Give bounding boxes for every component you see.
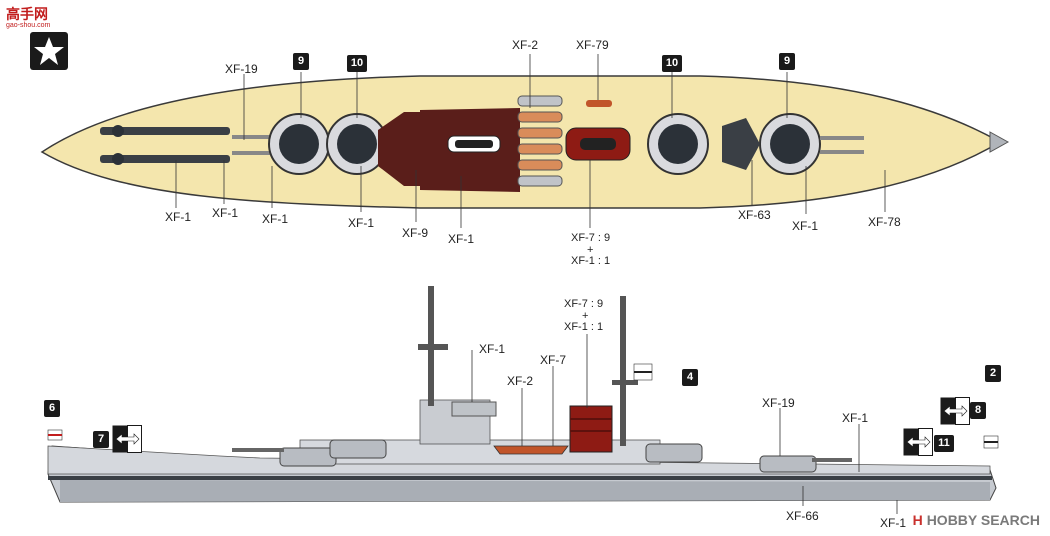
step-badge-8: 8 xyxy=(970,402,986,419)
side-label-mix-line1: XF-7 : 9 xyxy=(564,298,604,310)
step-badge-4: 4 xyxy=(682,369,698,386)
step-badge-10-left: 10 xyxy=(347,55,367,72)
side-label-xf1-aft: XF-1 xyxy=(842,411,869,425)
brand-logo-text: 高手网 xyxy=(6,7,48,23)
top-label-xf1-f: XF-1 xyxy=(792,219,819,233)
brand-logo: 高手网 gao-shou.com xyxy=(6,4,68,70)
step-badge-7: 7 xyxy=(93,431,109,448)
top-label-mix-line1: XF-7 : 9 xyxy=(571,232,611,244)
watermark-logo-letter: H xyxy=(912,512,923,528)
top-label-xf1-a: XF-1 xyxy=(165,210,192,224)
top-label-xf9: XF-9 xyxy=(402,226,429,240)
direction-arrow-icon xyxy=(112,425,142,453)
side-label-mix-plus: + xyxy=(582,310,589,322)
top-label-xf79: XF-79 xyxy=(576,38,609,52)
watermark-text: HOBBY SEARCH xyxy=(926,512,1040,528)
top-label-mix-line2: XF-1 : 1 xyxy=(571,255,611,267)
top-label-xf1-e: XF-1 xyxy=(448,232,475,246)
top-label-xf1-b: XF-1 xyxy=(212,206,239,220)
top-label-xf1-c: XF-1 xyxy=(262,212,289,226)
side-label-xf19: XF-19 xyxy=(762,396,795,410)
step-badge-9-right: 9 xyxy=(779,53,795,70)
step-badge-11: 11 xyxy=(934,435,954,452)
side-label-mix-line2: XF-1 : 1 xyxy=(564,321,604,333)
hobby-search-watermark: H HOBBY SEARCH xyxy=(913,512,1040,528)
step-badge-6: 6 xyxy=(44,400,60,417)
step-badge-10-right: 10 xyxy=(662,55,682,72)
step-badge-2: 2 xyxy=(985,365,1001,382)
side-label-xf1-bottom: XF-1 xyxy=(880,516,907,530)
step-badge-9-left: 9 xyxy=(293,53,309,70)
direction-arrow-icon xyxy=(903,428,933,456)
top-label-xf78: XF-78 xyxy=(868,215,901,229)
top-label-xf2: XF-2 xyxy=(512,38,539,52)
top-label-xf1-d: XF-1 xyxy=(348,216,375,230)
top-label-xf19: XF-19 xyxy=(225,62,258,76)
side-label-xf1-mast: XF-1 xyxy=(479,342,506,356)
side-label-xf7: XF-7 xyxy=(540,353,567,367)
star-icon xyxy=(30,32,68,70)
side-label-xf66: XF-66 xyxy=(786,509,819,523)
direction-arrow-icon xyxy=(940,397,970,425)
top-label-mix-plus: + xyxy=(587,244,594,256)
side-label-xf2: XF-2 xyxy=(507,374,534,388)
top-label-xf63: XF-63 xyxy=(738,208,771,222)
brand-url: gao-shou.com xyxy=(6,22,51,29)
